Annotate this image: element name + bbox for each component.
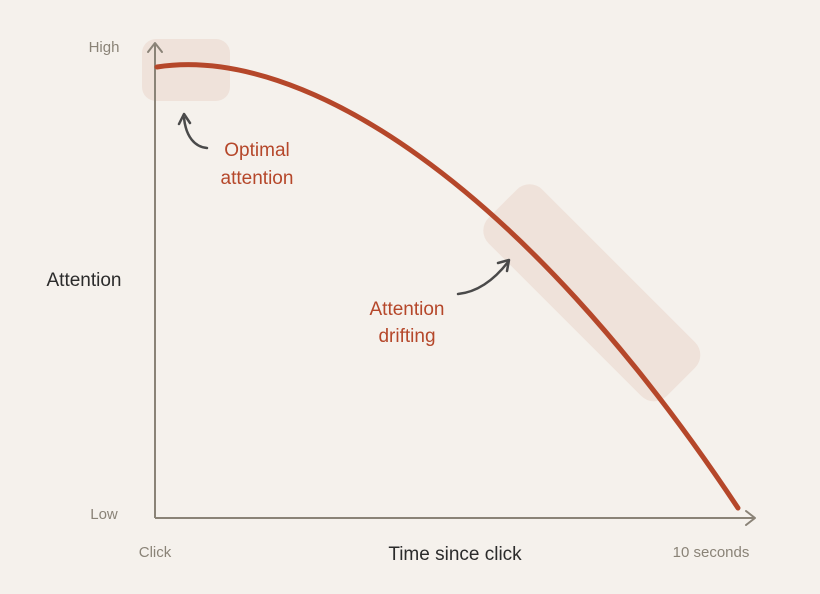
drifting-label-line2: drifting xyxy=(378,326,435,347)
x-axis-title: Time since click xyxy=(388,544,522,565)
attention-curve xyxy=(154,62,741,511)
optimal-arrowhead xyxy=(177,112,192,126)
drifting-arrow xyxy=(456,260,510,296)
x-end-label: 10 seconds xyxy=(673,544,750,561)
optimal-arrow xyxy=(182,116,209,150)
y-high-label: High xyxy=(89,39,120,56)
drifting-highlight xyxy=(483,184,701,402)
y-axis-title: Attention xyxy=(47,270,122,291)
optimal-label-line2: attention xyxy=(221,168,294,189)
drifting-label-line1: Attention xyxy=(370,299,445,320)
drifting-arrowhead xyxy=(496,258,511,273)
x-start-label: Click xyxy=(139,544,172,561)
y-low-label: Low xyxy=(90,506,118,523)
optimal-highlight xyxy=(142,39,230,101)
y-axis-arrowhead xyxy=(147,42,163,53)
optimal-label-line1: Optimal xyxy=(224,140,289,161)
x-axis-arrowhead xyxy=(745,510,756,526)
